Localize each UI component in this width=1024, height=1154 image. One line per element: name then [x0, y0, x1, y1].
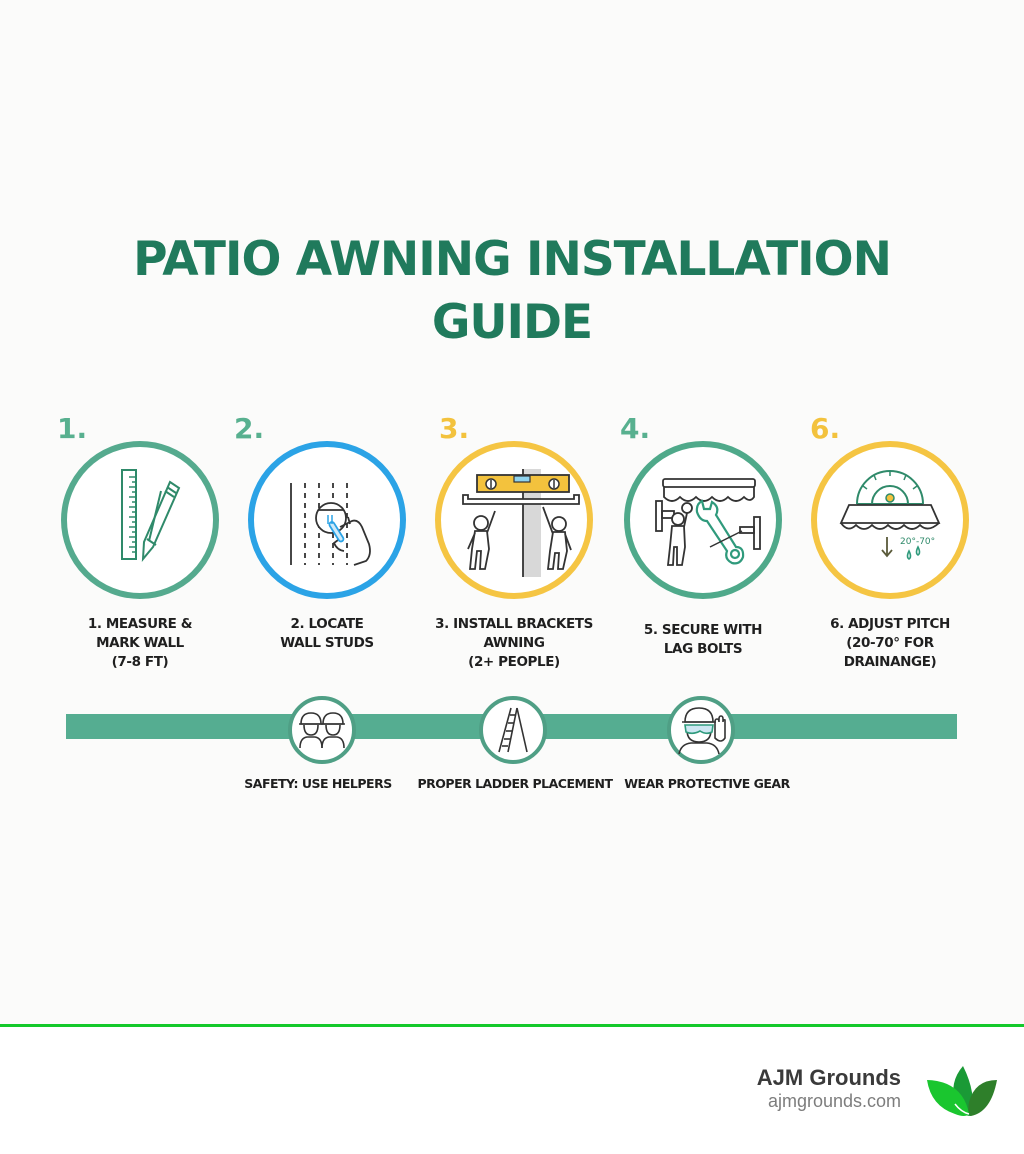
safety-label-gear: WEAR PROTECTIVE GEAR [624, 776, 790, 791]
step-4-number: 4. [620, 412, 651, 445]
brand-name: AJM Grounds [756, 1065, 901, 1090]
step-2-number: 2. [234, 412, 265, 445]
step-2-circle [248, 441, 406, 599]
step-5-label: 6. ADJUST PITCH (20-70° FOR DRAINANGE) [830, 616, 950, 670]
ruler-and-pencil-icon [121, 469, 181, 562]
two-people-level-bracket-icon [462, 469, 580, 577]
protective-gear-icon [678, 707, 726, 755]
ladder-icon [498, 707, 528, 753]
footer [0, 1027, 1024, 1154]
wrench-lag-bolt-icon [655, 478, 761, 566]
step-3-circle [435, 441, 593, 599]
stud-finder-icon [290, 483, 371, 566]
safety-badge-helpers [288, 696, 356, 764]
step-3-number: 3. [439, 412, 470, 445]
safety-badge-ladder [479, 696, 547, 764]
page-title: PATIO AWNING INSTALLATION GUIDE [0, 228, 1024, 354]
safety-badge-gear [667, 696, 735, 764]
step-1-number: 1. [57, 412, 88, 445]
step-1-circle [61, 441, 219, 599]
title-line-1: PATIO AWNING INSTALLATION [133, 232, 892, 287]
step-3-label: 3. INSTALL BRACKETS AWNING (2+ PEOPLE) [435, 616, 593, 670]
safety-label-helpers: SAFETY: USE HELPERS [244, 776, 392, 791]
step-2-label: 2. LOCATE WALL STUDS [280, 616, 374, 651]
awning-pitch-protractor-icon: 20°-70° [839, 470, 941, 560]
step-1-label: 1. MEASURE & MARK WALL (7-8 FT) [87, 616, 193, 670]
brand-url[interactable]: ajmgrounds.com [767, 1091, 901, 1111]
title-line-2: GUIDE [431, 295, 593, 350]
svg-text:20°-70°: 20°-70° [900, 537, 935, 547]
hard-hat-helpers-icon [299, 712, 345, 749]
footer-divider [0, 1024, 1024, 1027]
step-5-circle: 20°-70° [811, 441, 969, 599]
leaf-logo-icon [927, 1066, 997, 1116]
step-4-label: 5. SECURE WITH LAG BOLTS [643, 622, 763, 657]
step-5-number: 6. [810, 412, 841, 445]
step-4-circle [624, 441, 782, 599]
safety-label-ladder: PROPER LADDER PLACEMENT [417, 776, 613, 791]
